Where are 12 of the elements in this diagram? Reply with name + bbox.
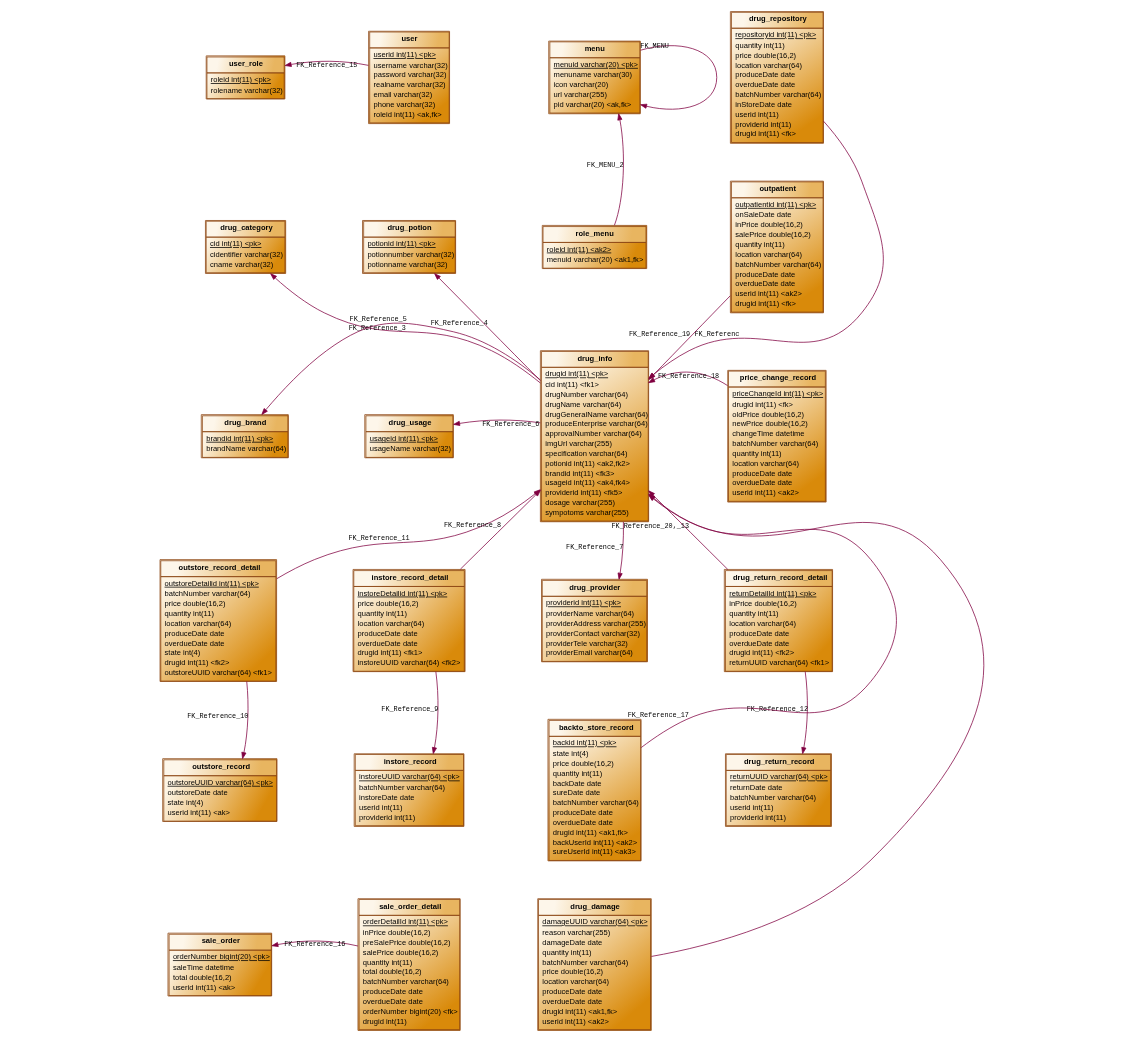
arrow xyxy=(614,113,624,226)
arrow xyxy=(801,671,808,754)
arrow xyxy=(284,60,369,67)
arrow xyxy=(432,671,439,754)
arrow xyxy=(270,273,541,384)
arrow xyxy=(271,940,359,947)
arrow xyxy=(640,45,718,110)
arrow xyxy=(617,521,624,580)
arrow xyxy=(434,273,541,381)
arrow xyxy=(453,419,541,426)
arrow xyxy=(261,322,541,415)
arrow xyxy=(241,681,249,759)
